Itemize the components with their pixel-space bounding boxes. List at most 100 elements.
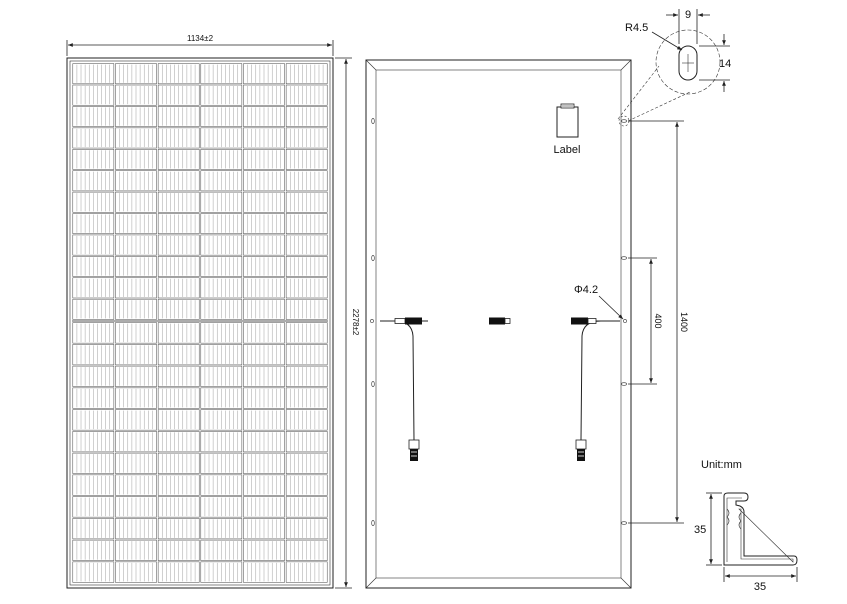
solar-cell [200, 84, 243, 106]
solar-cell [72, 170, 115, 192]
solar-cell [200, 539, 243, 561]
solar-cell [243, 496, 285, 518]
solar-cell [115, 452, 157, 474]
label-sticker [556, 103, 579, 138]
solar-cell [285, 409, 328, 431]
detail-circle [655, 29, 721, 95]
solar-cell [157, 561, 200, 583]
solar-cell [157, 298, 200, 320]
solar-cell [72, 298, 115, 320]
solar-cell [115, 149, 157, 170]
solar-cell [243, 474, 285, 496]
solar-cell [285, 63, 328, 85]
solar-cell [115, 127, 157, 149]
solar-cell [285, 561, 328, 583]
front-frame-outer [66, 57, 334, 589]
solar-cell [243, 409, 285, 431]
solar-cell [115, 256, 157, 277]
solar-cell [157, 106, 200, 127]
solar-cell [285, 496, 328, 518]
solar-cell [72, 452, 115, 474]
solar-cell [157, 474, 200, 496]
solar-cell [285, 344, 328, 366]
solar-cell [200, 344, 243, 366]
solar-cell [200, 191, 243, 213]
solar-cell [285, 170, 328, 192]
solar-cell [243, 561, 285, 583]
solar-cell [157, 234, 200, 256]
solar-cell [200, 149, 243, 170]
hole-spacing-1400-label: 1400 [679, 312, 689, 332]
solar-cell [157, 518, 200, 540]
solar-cell [243, 322, 285, 344]
solar-cell [115, 170, 157, 192]
solar-cell [285, 474, 328, 496]
solar-cell [200, 431, 243, 453]
solar-cell [200, 106, 243, 127]
solar-cell [243, 277, 285, 299]
solar-cell [115, 298, 157, 320]
solar-cell [200, 213, 243, 234]
solar-cell [157, 322, 200, 344]
solar-cell [243, 170, 285, 192]
solar-cell [285, 106, 328, 127]
solar-cell [243, 365, 285, 387]
solar-cell [200, 365, 243, 387]
solar-cell [115, 213, 157, 234]
solar-cell [285, 322, 328, 344]
solar-cell [157, 496, 200, 518]
front-frame-inner [69, 60, 331, 586]
solar-cell [115, 63, 157, 85]
frame-profile: 35 35 [694, 492, 798, 593]
solar-cell [157, 409, 200, 431]
solar-cell [200, 387, 243, 409]
solar-cell [115, 365, 157, 387]
solar-cell [72, 539, 115, 561]
solar-cell [157, 431, 200, 453]
solar-cell [157, 387, 200, 409]
solar-cell [243, 452, 285, 474]
solar-cell [72, 322, 115, 344]
solar-cell [72, 63, 115, 85]
solar-cell [115, 84, 157, 106]
solar-cell [72, 561, 115, 583]
solar-cell [115, 191, 157, 213]
solar-cell [243, 191, 285, 213]
solar-cell [157, 277, 200, 299]
solar-cell [72, 127, 115, 149]
solar-cell [285, 387, 328, 409]
solar-cell [200, 127, 243, 149]
solar-cell [115, 518, 157, 540]
solar-cell [115, 234, 157, 256]
slot-radius-label: R4.5 [625, 22, 648, 34]
solar-cell [285, 127, 328, 149]
solar-cell [200, 518, 243, 540]
right-cable-connector [571, 317, 620, 461]
solar-cell [157, 452, 200, 474]
solar-cell [115, 322, 157, 344]
solar-cell [200, 322, 243, 344]
solar-cell [157, 149, 200, 170]
solar-cell [285, 452, 328, 474]
profile-height-label: 35 [694, 524, 706, 536]
solar-cell [72, 256, 115, 277]
solar-cell [72, 518, 115, 540]
solar-cell [285, 539, 328, 561]
solar-cell [115, 496, 157, 518]
solar-cell [115, 561, 157, 583]
solar-cell [200, 409, 243, 431]
left-cable-connector [380, 317, 428, 461]
solar-cell [115, 409, 157, 431]
solar-cell [243, 518, 285, 540]
solar-cell [285, 256, 328, 277]
solar-cell [115, 277, 157, 299]
solar-cell [157, 365, 200, 387]
solar-cell [285, 277, 328, 299]
hole-diameter-label: Φ4.2 [574, 284, 598, 296]
solar-cell [157, 213, 200, 234]
solar-cell [243, 387, 285, 409]
center-junction-box [489, 317, 511, 325]
solar-cell [200, 63, 243, 85]
solar-cell [72, 409, 115, 431]
